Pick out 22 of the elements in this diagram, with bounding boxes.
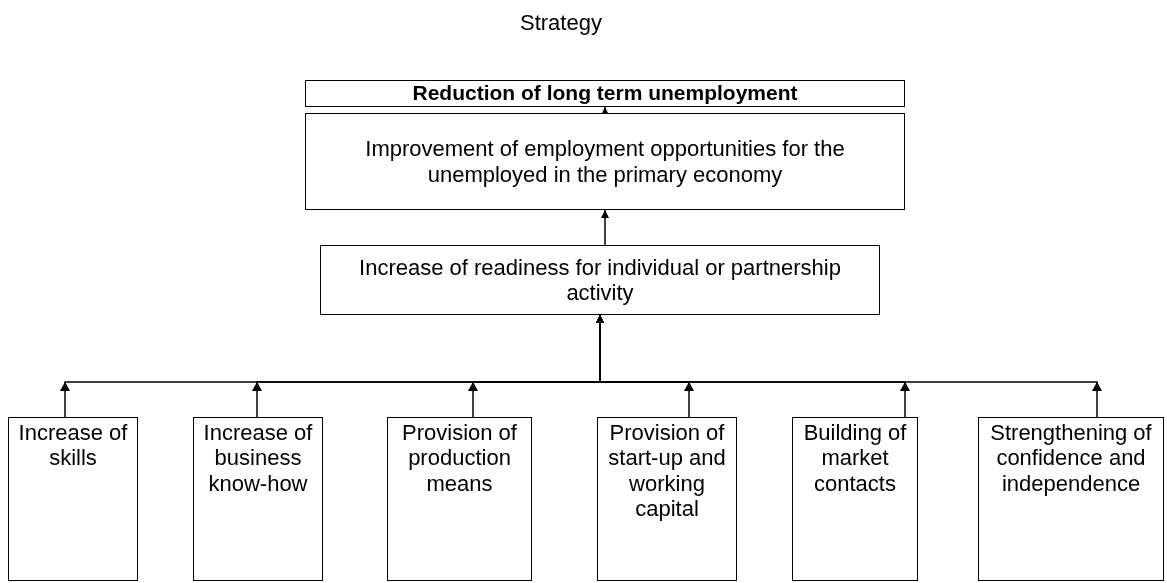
process-box	[978, 417, 1164, 581]
process-box	[320, 245, 880, 315]
box-label: Provision of production means	[401, 420, 518, 496]
process-box	[792, 417, 918, 581]
process-box	[305, 80, 905, 107]
box-label: Reduction of long term unemployment	[412, 81, 798, 106]
arrow	[596, 314, 1102, 418]
box-label: Increase of skills	[17, 420, 129, 471]
process-box	[193, 417, 323, 581]
process-box	[597, 417, 737, 581]
box-label: Increase of readiness for individual or partnership activity	[358, 254, 842, 306]
arrow	[601, 209, 609, 246]
arrow	[601, 106, 609, 115]
process-box	[305, 113, 905, 210]
box-label: Increase of business know-how	[202, 420, 314, 496]
box-label: Strengthening of confidence and independence	[989, 420, 1153, 496]
box-label: Provision of start-up and working capital	[607, 420, 727, 522]
box-label: Improvement of employment opportunities for the unemployed in the primary economy	[364, 136, 846, 187]
process-box	[387, 417, 532, 581]
process-box	[8, 417, 138, 581]
title: Strategy	[520, 10, 602, 36]
box-label: Building of market contacts	[802, 420, 908, 496]
